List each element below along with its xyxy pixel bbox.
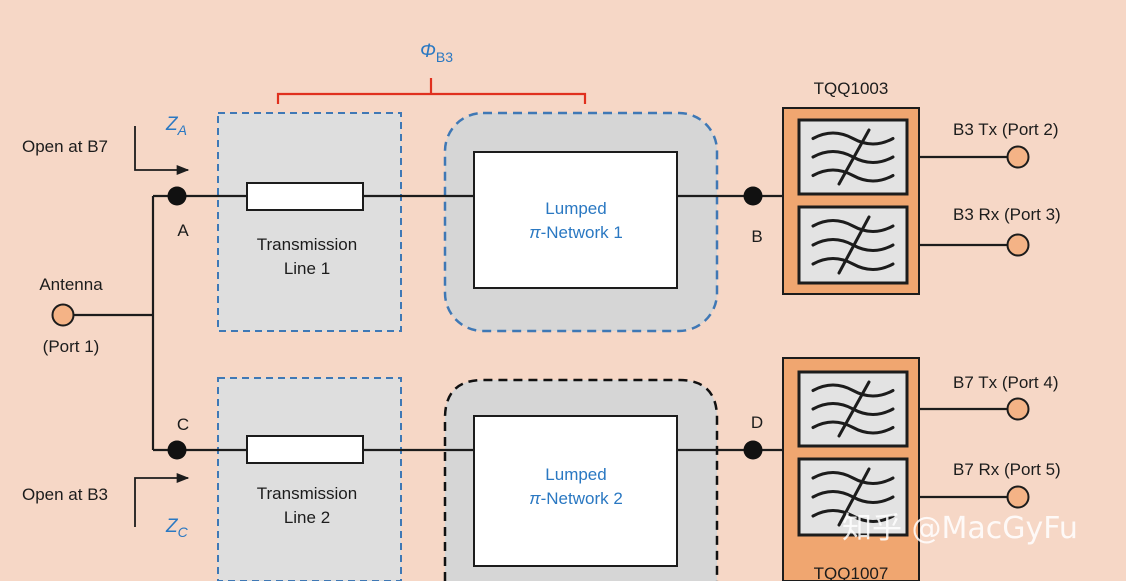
antenna-label: Antenna: [39, 275, 103, 294]
port-b3-tx: [1006, 145, 1030, 169]
tline1-region: [217, 112, 402, 332]
tline2-label-1: Transmission: [257, 484, 357, 503]
port-antenna: [51, 303, 75, 327]
tline2-label-2: Line 2: [284, 508, 330, 527]
filter-icon: [811, 380, 895, 438]
phi-label: ΦB3: [420, 41, 453, 65]
pinet1-label-1: Lumped: [545, 199, 606, 218]
pinet2-label-2: π-Network 2: [529, 489, 623, 508]
node-c: [167, 440, 187, 460]
open-at-b3-label: Open at B3: [22, 485, 108, 504]
zc-label: ZC: [165, 516, 189, 540]
node-a-label: A: [177, 221, 189, 240]
node-d-label: D: [751, 413, 763, 432]
node-c-label: C: [177, 415, 189, 434]
watermark: 知乎 @MacGyFu: [842, 511, 1078, 546]
pinet1-box: [473, 151, 678, 289]
port-b7-rx: [1006, 485, 1030, 509]
duplexer-tqq1007: [782, 357, 920, 581]
port-b7-tx: [1006, 397, 1030, 421]
tline1-element: [246, 182, 364, 211]
pinet2-box: [473, 415, 678, 567]
tline1-label-2: Line 1: [284, 259, 330, 278]
filter-icons: [811, 128, 895, 527]
b7-rx-label: B7 Rx (Port 5): [953, 460, 1061, 479]
impedance-arrows: [134, 126, 190, 527]
node-a: [167, 186, 187, 206]
duplexer-top-label: TQQ1003: [814, 79, 889, 98]
tline2-element: [246, 435, 364, 464]
antenna-port-label: (Port 1): [43, 337, 100, 356]
node-b: [743, 186, 763, 206]
filter-icon: [811, 128, 895, 186]
node-d: [743, 440, 763, 460]
open-at-b7-label: Open at B7: [22, 137, 108, 156]
b7-tx-label: B7 Tx (Port 4): [953, 373, 1059, 392]
pinet2-label-1: Lumped: [545, 465, 606, 484]
za-label: ZA: [165, 114, 187, 138]
filter-icon: [811, 467, 895, 527]
phase-brace: [276, 78, 587, 104]
duplexer-bottom-label: TQQ1007: [814, 564, 889, 581]
tline1-label-1: Transmission: [257, 235, 357, 254]
b3-tx-label: B3 Tx (Port 2): [953, 120, 1059, 139]
tline2-region: [217, 377, 402, 581]
filter-icon: [811, 215, 895, 275]
b3-rx-label: B3 Rx (Port 3): [953, 205, 1061, 224]
pinet1-label-2: π-Network 1: [529, 223, 623, 242]
node-b-label: B: [751, 227, 762, 246]
port-b3-rx: [1006, 233, 1030, 257]
